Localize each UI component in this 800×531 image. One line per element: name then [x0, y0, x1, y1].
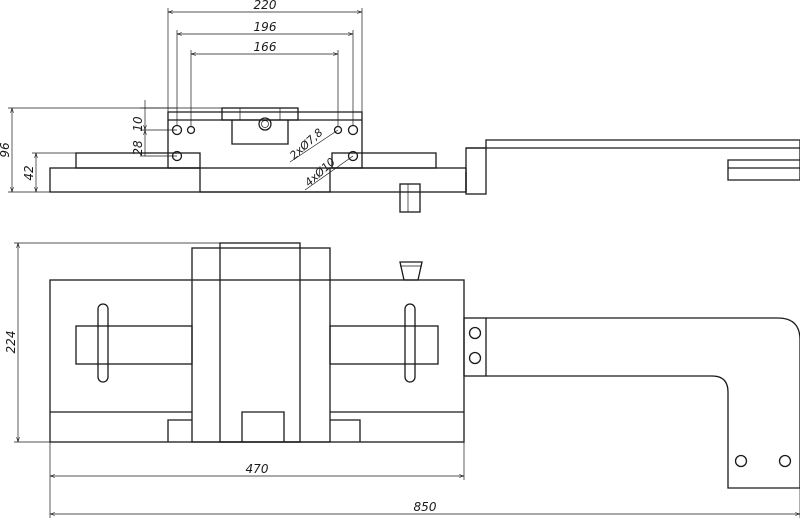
front-left-slide — [75, 325, 193, 365]
top-knob — [399, 183, 421, 213]
hole-icon — [347, 150, 359, 162]
top-arm — [485, 139, 800, 181]
front-right-foot — [330, 419, 361, 442]
top-right-step — [331, 152, 437, 169]
dim-96: 96 — [0, 142, 12, 158]
dim-470: 470 — [246, 462, 269, 476]
front-left-slot — [97, 303, 109, 383]
hole-icon — [778, 454, 792, 468]
hole-icon — [468, 326, 482, 340]
front-center-block — [219, 242, 301, 443]
front-view: 224 470 850 — [4, 242, 800, 518]
top-base-plate — [49, 167, 467, 193]
dim-224: 224 — [4, 331, 18, 354]
dim-10: 10 — [131, 116, 145, 132]
label-holes-small: 2xØ7,8 — [287, 126, 325, 162]
hole-icon — [734, 454, 748, 468]
hole-icon — [333, 125, 343, 135]
dim-220: 220 — [254, 0, 277, 12]
top-view: 220 196 166 96 42 28 10 2xØ7,8 4xØ10 — [0, 0, 800, 213]
front-arm-bracket — [463, 317, 487, 377]
top-central-body — [167, 111, 363, 193]
front-base — [49, 279, 465, 443]
front-left-foot — [167, 419, 192, 442]
front-jaw-body — [191, 247, 331, 443]
label-holes-large: 4xØ10 — [302, 155, 338, 189]
front-arm — [486, 317, 800, 489]
front-right-slide — [329, 325, 439, 365]
dim-196: 196 — [254, 20, 277, 34]
hole-icon — [468, 351, 482, 365]
top-screw-circle — [258, 117, 272, 131]
dim-42: 42 — [22, 165, 36, 180]
dim-28: 28 — [131, 140, 145, 156]
top-arm-bracket — [465, 147, 487, 195]
hole-icon — [186, 125, 196, 135]
dim-166: 166 — [254, 40, 277, 54]
front-knob — [399, 261, 423, 281]
top-screw-housing — [231, 120, 289, 145]
top-left-step — [75, 152, 201, 169]
dim-850: 850 — [414, 500, 437, 514]
hole-icon — [347, 124, 359, 136]
front-center-slot — [241, 411, 285, 442]
top-screw-block — [221, 107, 299, 121]
front-right-slot — [404, 303, 416, 383]
